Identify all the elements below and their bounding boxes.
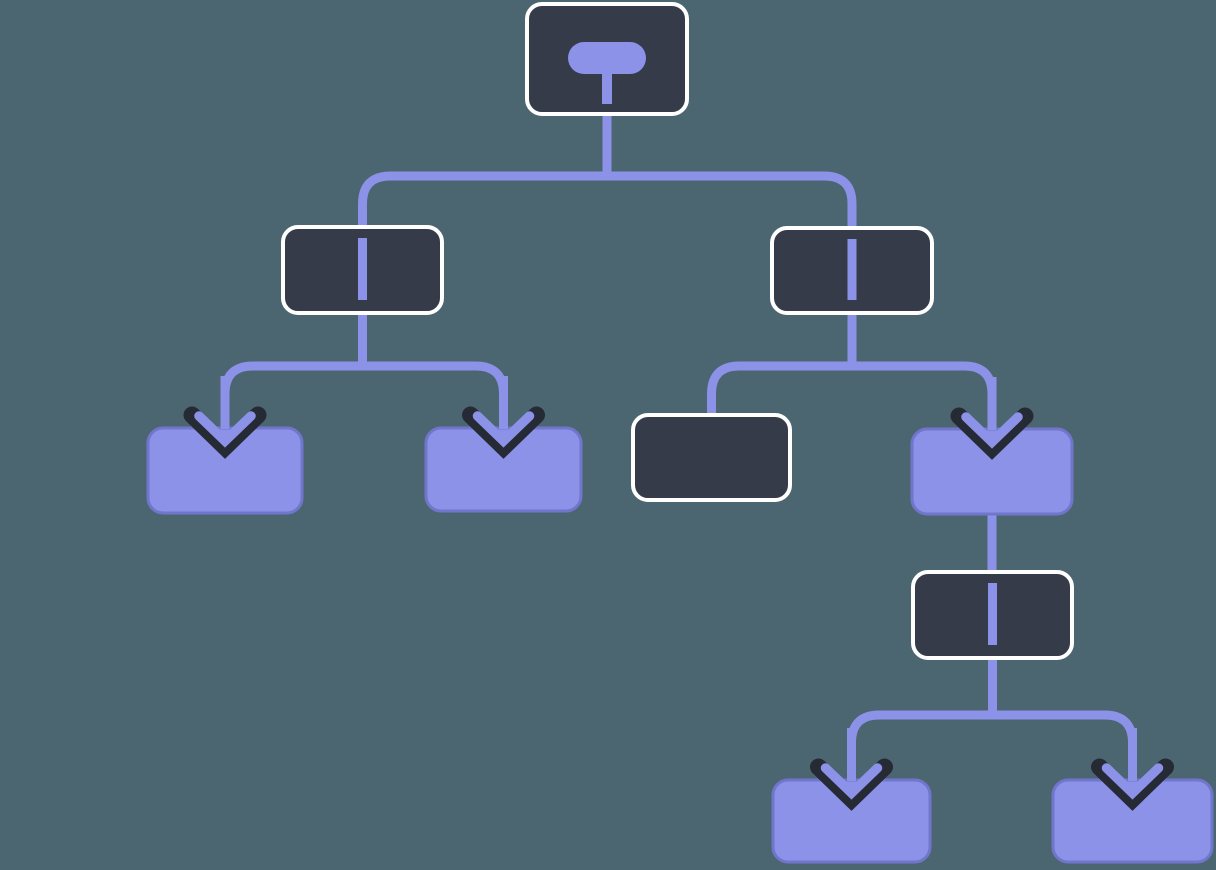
tree-node-branch-left[interactable] [281,225,444,315]
chevron-down-icon [1091,728,1174,811]
tree-node-branch-bottom[interactable] [911,570,1074,660]
vertical-line-icon [847,239,857,300]
dark-box[interactable] [631,413,792,502]
vertical-line-icon [988,583,997,645]
tree-node-root[interactable] [525,2,689,116]
chevron-down-icon [950,377,1034,460]
chevron-down-icon [462,376,545,459]
connector-edge [707,361,997,420]
connector-edge [358,171,857,233]
chevron-down-icon [183,376,267,459]
chevron-down-icon [810,728,893,811]
connector-edge [220,361,508,416]
arrow-markers [183,376,1174,811]
vertical-line-icon [358,238,367,300]
pill-stem-icon [568,42,646,104]
nodes [146,2,1214,864]
tree-node-plain-dark[interactable] [631,413,792,502]
connector-edge [847,710,1137,768]
tree-node-branch-right[interactable] [770,226,934,315]
